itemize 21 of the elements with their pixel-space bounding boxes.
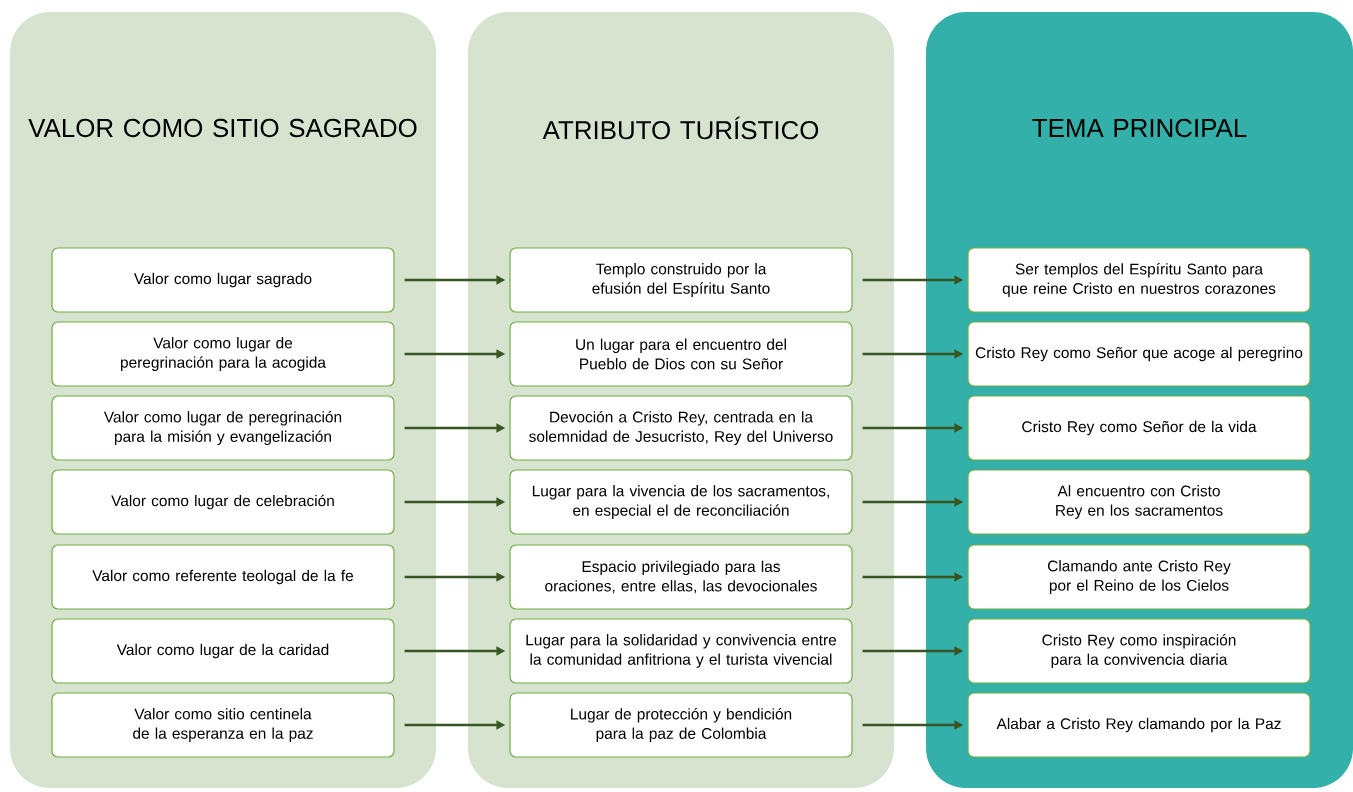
text-box: Valor como lugar de peregrinación para la misión y evangelización — [51, 395, 395, 461]
text-box: Devoción a Cristo Rey, centrada en la solemnidad de Jesucristo, Rey del Universo — [509, 395, 853, 461]
text-box: Lugar para la solidaridad y convivencia entre la comunidad anfitriona y el turista vivencial — [509, 618, 853, 684]
text-box: Cristo Rey como inspiración para la convivencia diaria — [967, 618, 1311, 684]
text-box: Lugar para la vivencia de los sacramentos, en especial el de reconciliación — [509, 469, 853, 535]
text-box: Valor como sitio centinela de la esperanza en la paz — [51, 692, 395, 758]
text-box: Cristo Rey como Señor que acoge al peregrino — [967, 321, 1311, 387]
text-box: Espacio privilegiado para las oraciones, entre ellas, las devocionales — [509, 544, 853, 610]
text-box: Cristo Rey como Señor de la vida — [967, 395, 1311, 461]
text-box: Valor como lugar de la caridad — [51, 618, 395, 684]
text-box: Clamando ante Cristo Rey por el Reino de los Cielos — [967, 544, 1311, 610]
text-box: Un lugar para el encuentro del Pueblo de Dios con su Señor — [509, 321, 853, 387]
text-box: Ser templos del Espíritu Santo para que reine Cristo en nuestros corazones — [967, 247, 1311, 313]
text-box: Templo construido por la efusión del Espíritu Santo — [509, 247, 853, 313]
text-box: Lugar de protección y bendición para la paz de Colombia — [509, 692, 853, 758]
text-box: Valor como lugar de peregrinación para la acogida — [51, 321, 395, 387]
text-box: Valor como lugar sagrado — [51, 247, 395, 313]
text-box: Valor como lugar de celebración — [51, 469, 395, 535]
text-box: Al encuentro con Cristo Rey en los sacramentos — [967, 469, 1311, 535]
text-box: Alabar a Cristo Rey clamando por la Paz — [967, 692, 1311, 758]
text-box: Valor como referente teologal de la fe — [51, 544, 395, 610]
